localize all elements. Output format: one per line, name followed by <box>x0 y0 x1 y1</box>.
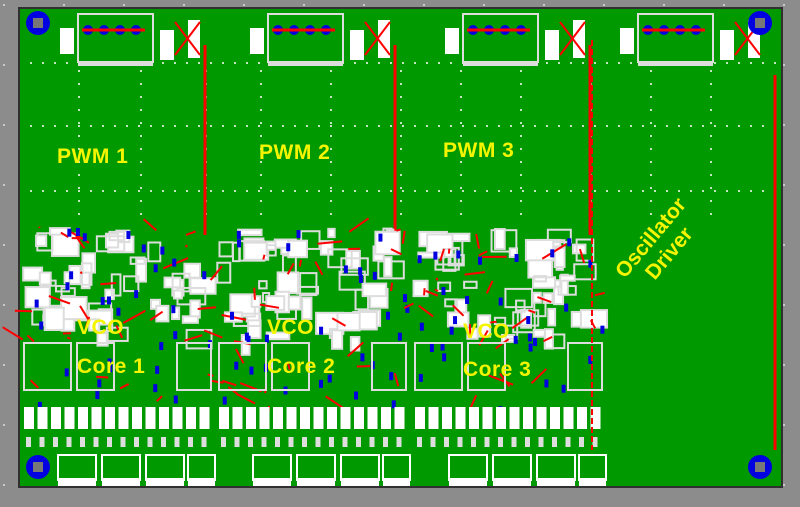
vco-pwm-module-1 <box>2 218 224 486</box>
mounting-hole-bottom-left <box>26 455 50 479</box>
label-vco-2: VCO <box>267 316 315 339</box>
label-pwm-2: PWM 2 <box>259 141 331 164</box>
connector-block-3 <box>445 13 592 235</box>
label-pwm-1: PWM 1 <box>57 145 129 168</box>
label-vco-1: VCO <box>77 316 125 339</box>
connector-block-2 <box>250 13 397 235</box>
connector-block-1 <box>60 13 207 235</box>
vco-pwm-module-2 <box>203 217 411 486</box>
mounting-hole-top-left <box>26 11 50 35</box>
label-core-1: Core 1 <box>77 355 146 378</box>
circuit-modules <box>2 13 761 486</box>
vco-pwm-module-3 <box>403 228 609 486</box>
label-pwm-3: PWM 3 <box>443 139 515 162</box>
label-core-3: Core 3 <box>463 358 532 381</box>
label-core-2: Core 2 <box>267 355 336 378</box>
label-vco-3: VCO <box>463 320 511 343</box>
mounting-hole-bottom-right <box>748 455 772 479</box>
mounting-hole-top-right <box>748 11 772 35</box>
